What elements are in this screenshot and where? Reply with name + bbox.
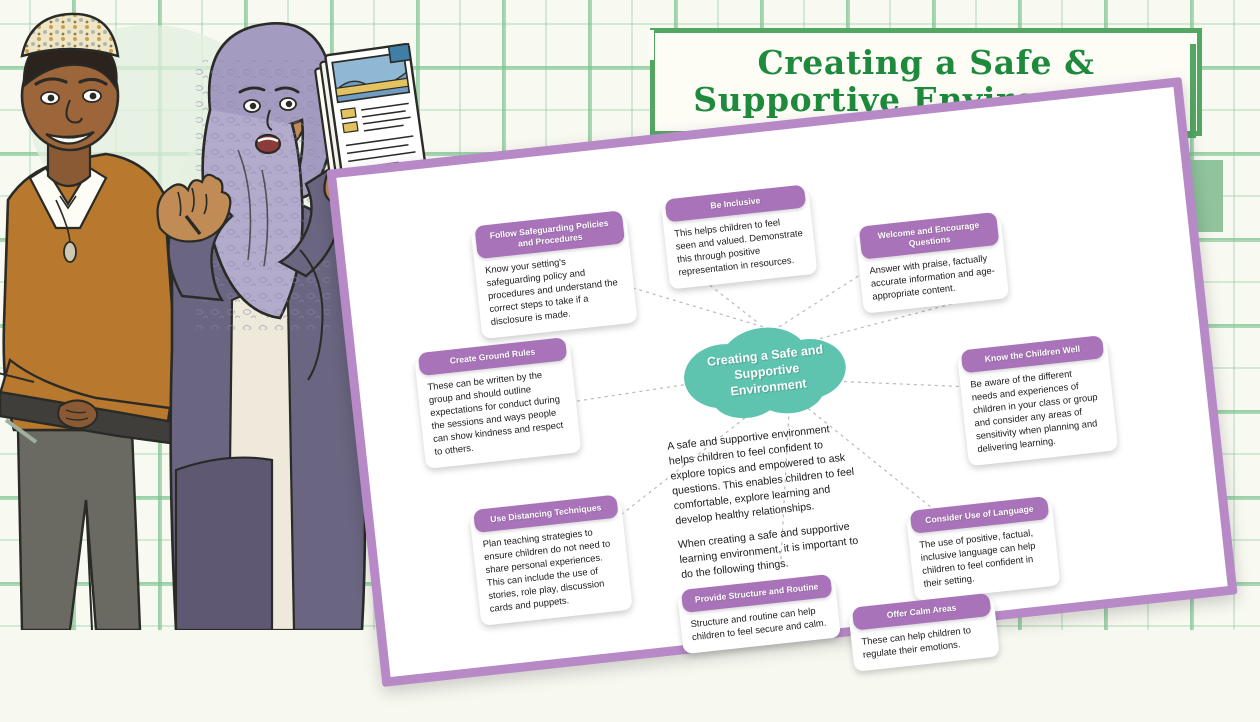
title-frame-accent-right bbox=[1190, 44, 1196, 138]
intro-text-block: A safe and supportive environment helps … bbox=[667, 420, 870, 593]
card-body: These can be written by the group and sh… bbox=[426, 368, 564, 457]
page-title-box: Creating a Safe & Supportive Environment bbox=[650, 28, 1202, 136]
card-body: Be aware of the different needs and expe… bbox=[969, 367, 1099, 454]
card-consider-use-of-language[interactable]: Consider Use of Language The use of posi… bbox=[906, 496, 1061, 601]
card-follow-safeguarding-policies[interactable]: Follow Safeguarding Policies and Procedu… bbox=[470, 210, 638, 340]
educators-illustration bbox=[0, 0, 430, 630]
intro-paragraph-2: When creating a safe and supportive lear… bbox=[677, 520, 859, 582]
card-know-the-children-well[interactable]: Know the Children Well Be aware of the d… bbox=[957, 335, 1119, 466]
page-title-line1: Creating a Safe & bbox=[757, 43, 1095, 83]
card-body: Plan teaching strategies to ensure child… bbox=[482, 526, 611, 614]
title-frame-accent-left bbox=[648, 30, 654, 60]
illustration-person-left bbox=[0, 12, 186, 630]
center-node-cloud: Creating a Safe and Supportive Environme… bbox=[673, 316, 860, 427]
card-be-inclusive[interactable]: Be Inclusive This helps children to feel… bbox=[661, 184, 818, 290]
poster-sheet: Creating a Safe and Supportive Environme… bbox=[326, 77, 1238, 687]
mind-map: Creating a Safe and Supportive Environme… bbox=[336, 87, 1227, 677]
card-offer-calm-areas[interactable]: Offer Calm Areas These can help children… bbox=[848, 592, 1000, 672]
poster-sheet-wrapper: Creating a Safe and Supportive Environme… bbox=[326, 77, 1238, 687]
illustration-person-right bbox=[156, 22, 427, 630]
card-use-distancing-techniques[interactable]: Use Distancing Techniques Plan teaching … bbox=[469, 494, 633, 626]
card-provide-structure-and-routine[interactable]: Provide Structure and Routine Structure … bbox=[677, 573, 841, 654]
card-welcome-encourage-questions[interactable]: Welcome and Encourage Questions Answer w… bbox=[855, 211, 1010, 315]
intro-paragraph-1: A safe and supportive environment helps … bbox=[666, 423, 855, 528]
center-node-label: Creating a Safe and Supportive Environme… bbox=[706, 342, 824, 399]
card-create-ground-rules[interactable]: Create Ground Rules These can be written… bbox=[414, 337, 582, 469]
